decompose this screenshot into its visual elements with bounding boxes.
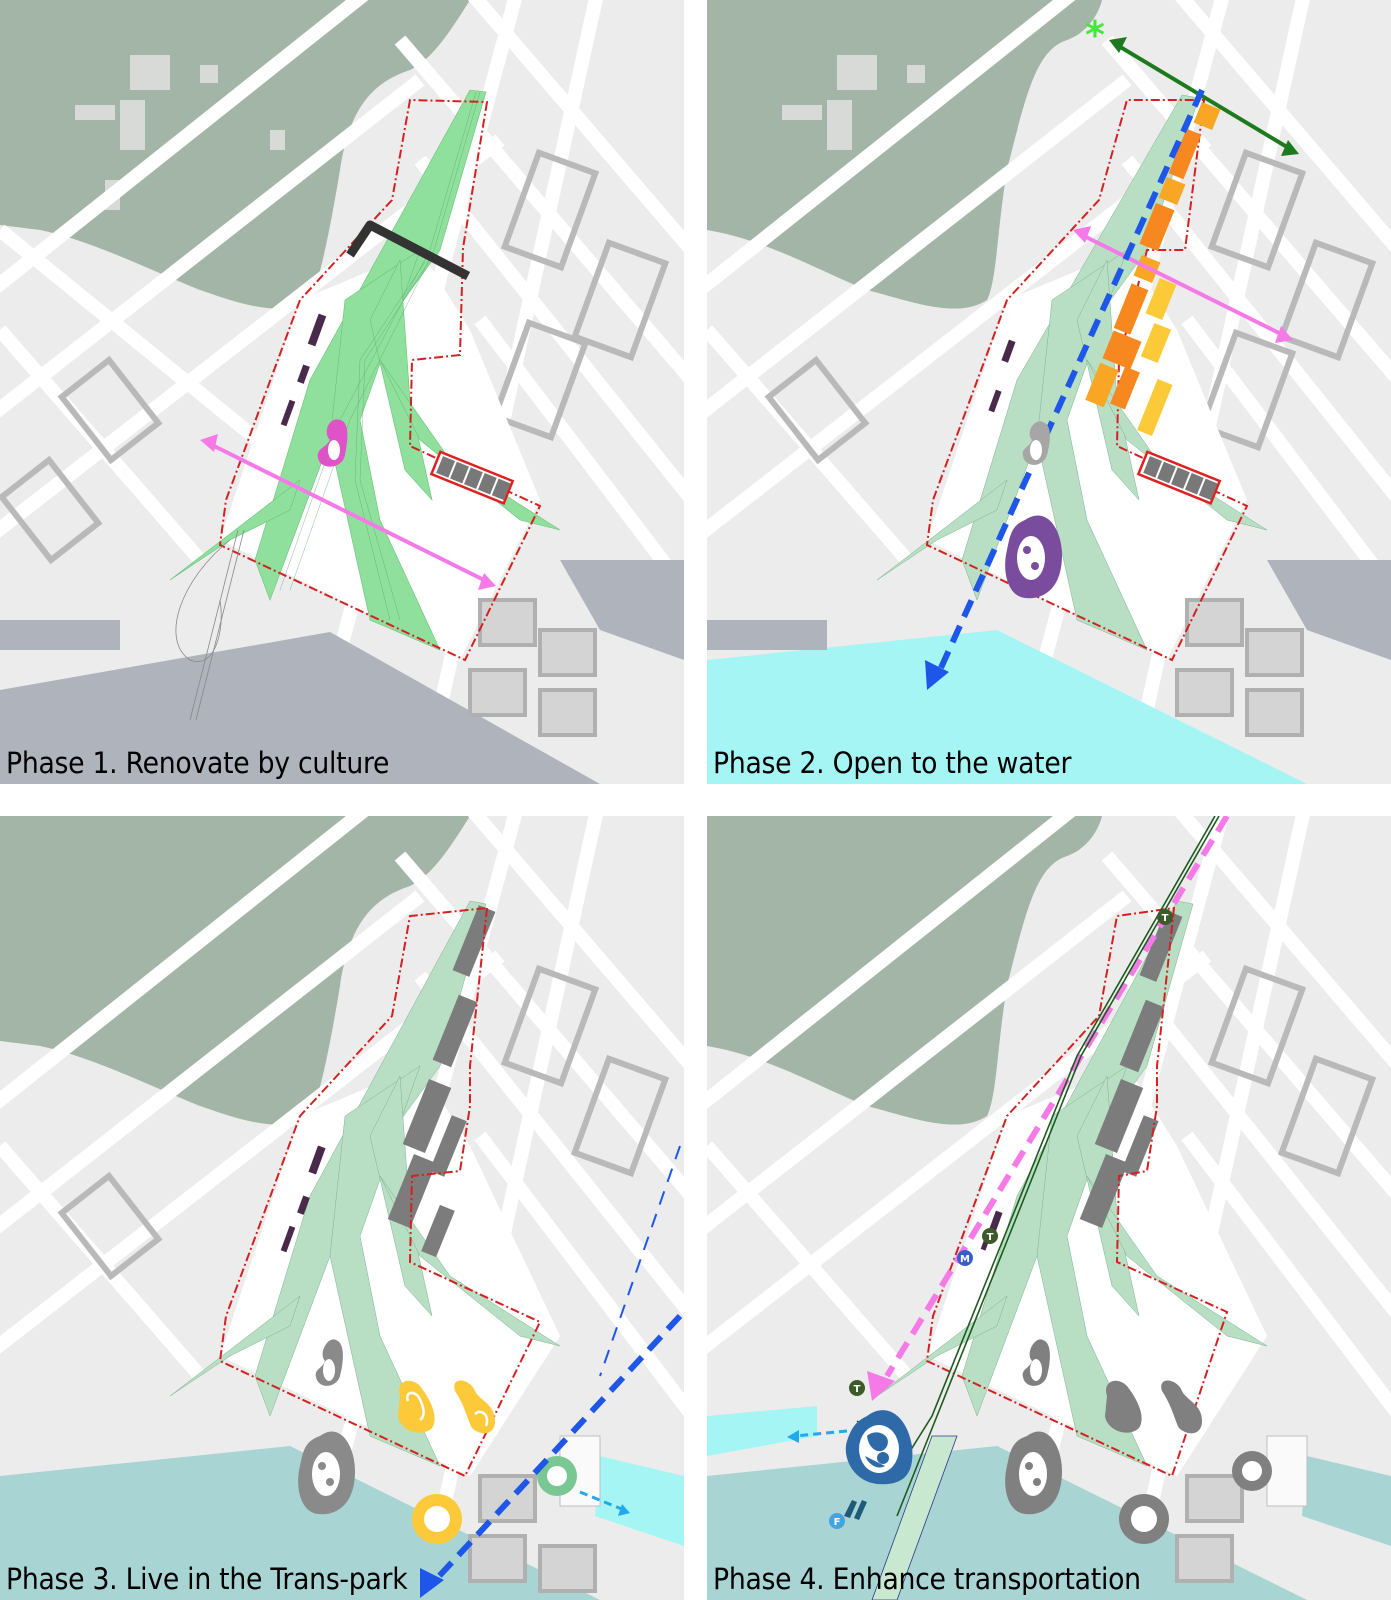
phase-2-caption: Phase 2. Open to the water [713, 746, 1072, 780]
panel-phase-2: * [707, 0, 1391, 784]
map-phase-1 [0, 0, 684, 784]
tram-stop-marker-north: T [1157, 909, 1173, 925]
water-area [0, 632, 600, 784]
phase-1-caption: Phase 1. Renovate by culture [6, 746, 390, 780]
svg-text:M: M [960, 1254, 970, 1265]
ferry-marker: F [829, 1513, 845, 1529]
svg-text:T: T [1162, 913, 1169, 924]
housing-blocks [1085, 102, 1221, 436]
pink-connection-arrow [1073, 226, 1293, 343]
map-phase-4: T T T M F [707, 816, 1391, 1600]
blue-dashed-arrow [925, 88, 1205, 690]
pink-dashed-arrow [867, 816, 1230, 1401]
elevated-walkway [346, 220, 471, 280]
panel-phase-4: T T T M F Phase 4. Enhance transportatio… [707, 816, 1391, 1600]
water-area [707, 630, 1307, 784]
dark-green-arrow [1109, 37, 1299, 156]
canal [595, 1456, 684, 1546]
water-area [707, 1446, 1307, 1600]
green-rail-corridor [169, 89, 561, 651]
canal-arrow [579, 1490, 630, 1516]
yellow-pavilions [398, 1380, 495, 1544]
svg-text:F: F [834, 1517, 841, 1528]
landmark-asterisk: * [1085, 13, 1105, 57]
svg-text:T: T [987, 1232, 994, 1243]
map-phase-2: * [707, 0, 1391, 784]
panel-phase-3: Phase 3. Live in the Trans-park [0, 816, 684, 1600]
west-arrow [787, 1429, 848, 1443]
pink-connection-arrow [200, 434, 496, 590]
site-boundary [218, 98, 542, 662]
svg-text:T: T [854, 1384, 861, 1395]
five-bay-building [429, 450, 515, 505]
phase-4-caption: Phase 4. Enhance transportation [713, 1562, 1141, 1596]
tram-stop-marker-mid: T [982, 1228, 998, 1244]
blue-dashed-arrow [420, 1145, 683, 1598]
tram-stop-marker-hub: T [849, 1380, 865, 1396]
hill-area [0, 0, 470, 309]
transit-hub [845, 1410, 913, 1485]
panel-phase-1: Phase 1. Renovate by culture [0, 0, 684, 784]
metro-marker: M [957, 1250, 973, 1266]
map-phase-3 [0, 816, 684, 1600]
phase-3-caption: Phase 3. Live in the Trans-park [6, 1562, 408, 1596]
